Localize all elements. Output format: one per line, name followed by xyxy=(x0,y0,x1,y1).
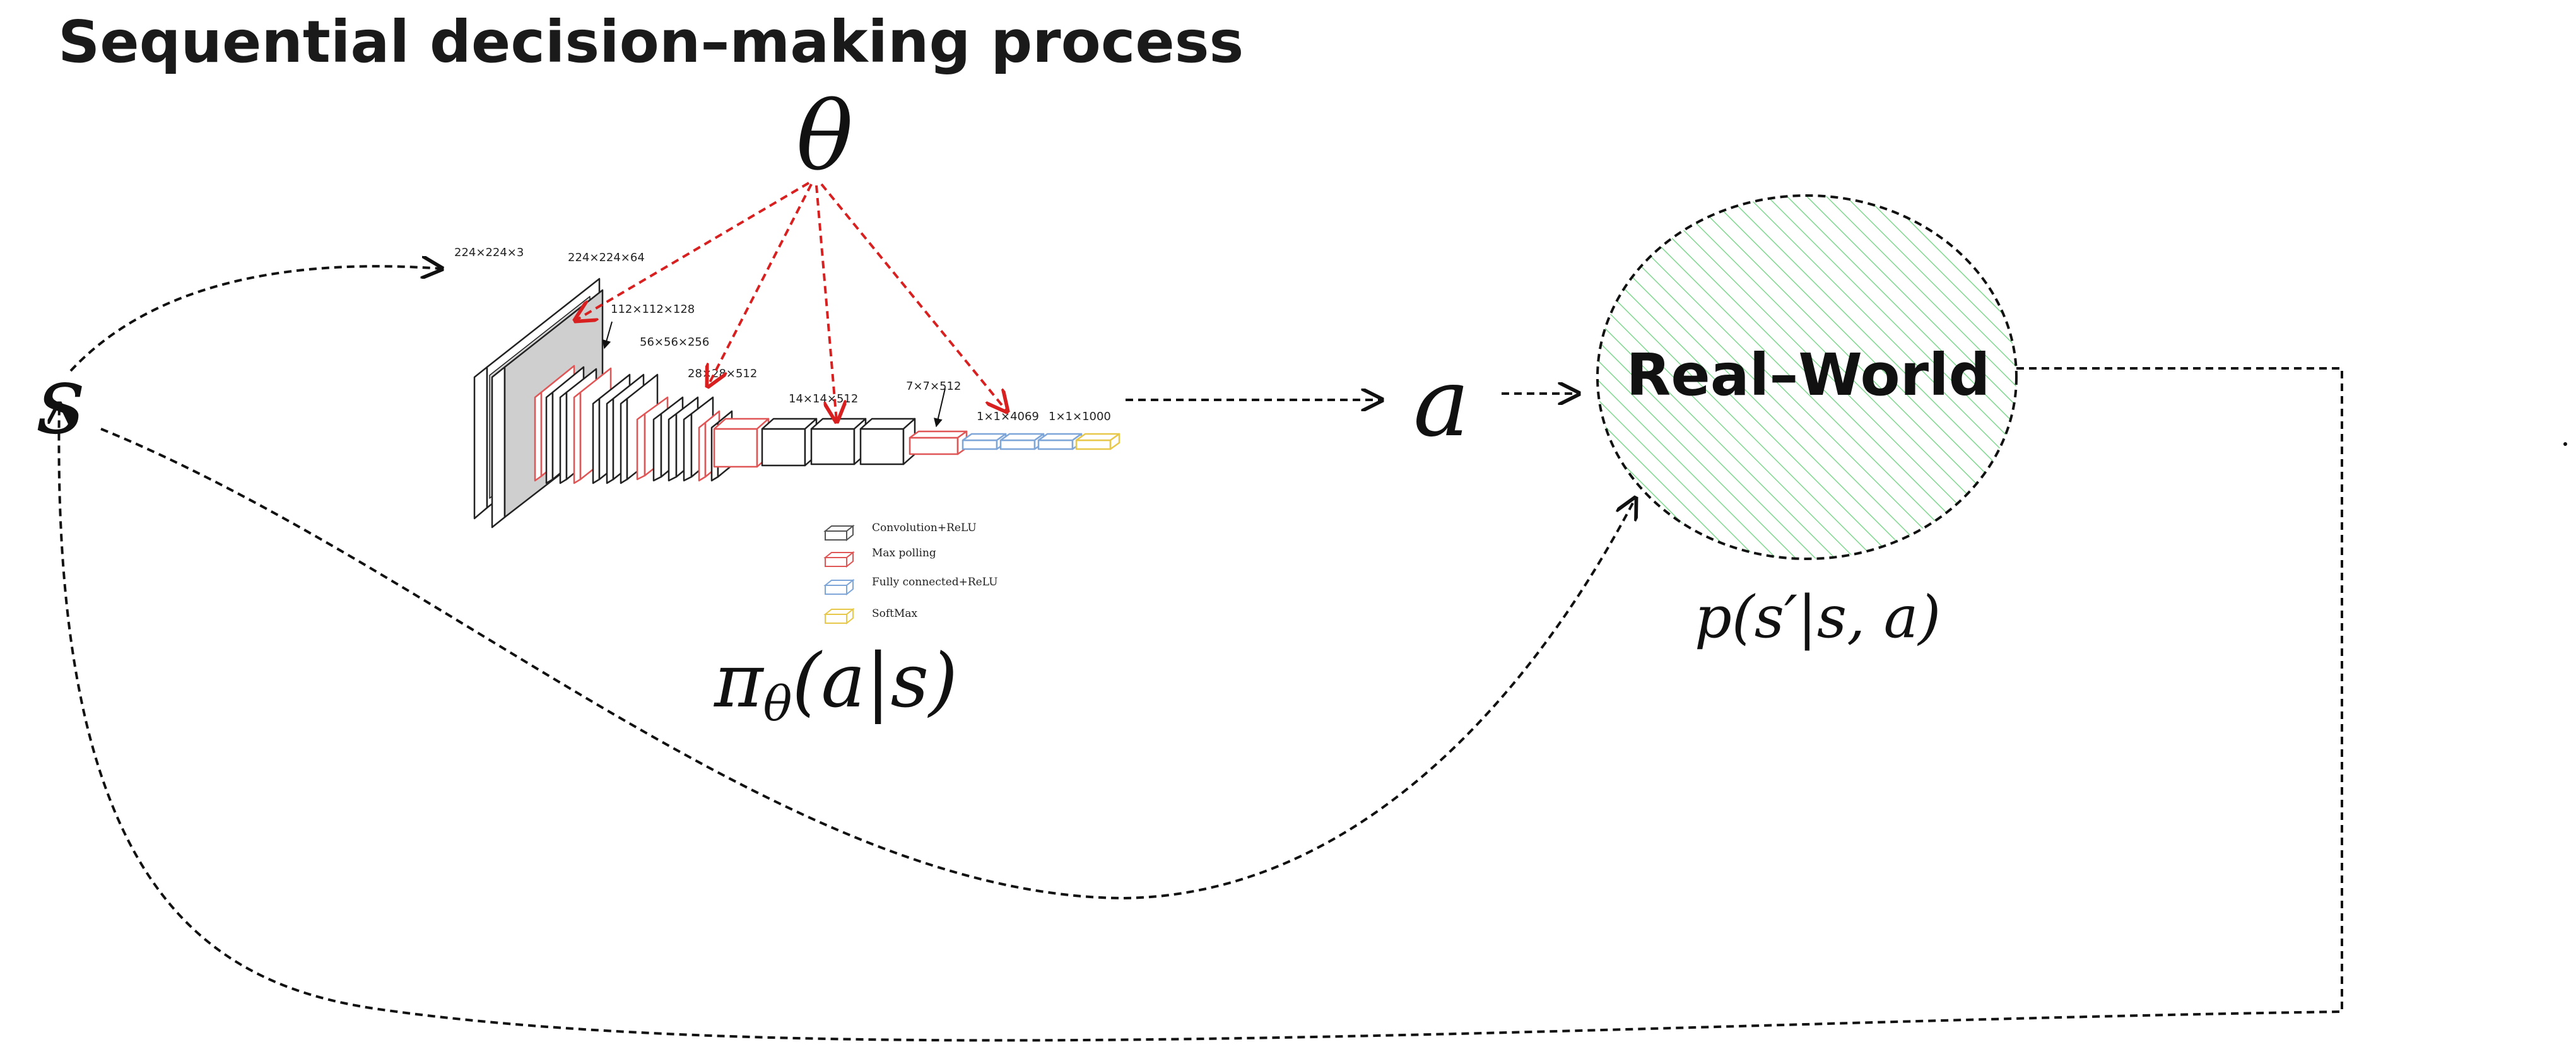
policy-subscript: θ xyxy=(763,676,792,732)
legend-item-maxpool: Max polling xyxy=(823,547,936,568)
param-arrow-conv1 xyxy=(575,182,810,320)
fc-layers xyxy=(962,433,1083,450)
layer-label-conv2: 112×112×128 xyxy=(611,303,695,316)
param-arrow-conv4 xyxy=(708,184,813,386)
legend-label-softmax: SoftMax xyxy=(872,607,918,620)
action-symbol: a xyxy=(1413,348,1469,458)
legend-item-fc: Fully connected+ReLU xyxy=(823,576,997,596)
param-arrow-conv5 xyxy=(815,185,837,421)
conv3-stack xyxy=(636,396,714,482)
stray-dot xyxy=(2563,442,2567,446)
layer-label-conv1: 224×224×64 xyxy=(568,251,645,264)
arrow-state-to-network xyxy=(69,266,442,372)
legend-item-conv: Convolution+ReLU xyxy=(823,522,977,542)
environment-label: Real–World xyxy=(1626,341,1990,409)
legend-label-fc: Fully connected+ReLU xyxy=(872,576,997,588)
layer-label-input: 224×224×3 xyxy=(454,246,524,259)
layer-label-conv5: 14×14×512 xyxy=(789,392,858,406)
theta-symbol: θ xyxy=(796,82,853,192)
network-legend: Convolution+ReLU Max polling Fully conne… xyxy=(823,522,997,625)
state-symbol: s xyxy=(37,346,85,455)
cnn-diagram: 224×224×3 224×224×64 112×112×128 56×56×2… xyxy=(454,246,1120,529)
environment-node: Real–World xyxy=(1596,194,2018,560)
parameter-arrows xyxy=(575,182,1007,421)
conv5-cubes xyxy=(761,418,916,467)
pool-flat xyxy=(909,430,968,455)
layer-label-conv4: 28×28×512 xyxy=(688,367,757,380)
policy-label: πθ(a|s) xyxy=(713,637,958,732)
legend-label-conv: Convolution+ReLU xyxy=(872,522,977,534)
diagram-title: Sequential decision–making process xyxy=(58,8,1244,76)
layer-label-conv3: 56×56×256 xyxy=(640,336,709,349)
flow-arrows xyxy=(59,266,2343,1042)
legend-item-softmax: SoftMax xyxy=(823,607,918,625)
layer-label-pool5: 7×7×512 xyxy=(906,380,961,393)
legend-label-maxpool: Max polling xyxy=(872,547,936,559)
pool-cube-1 xyxy=(713,418,770,468)
transition-label: p(s′|s, a) xyxy=(1695,583,1941,651)
layer-label-fc: 1×1×4069 xyxy=(977,410,1039,423)
layer-label-softmax: 1×1×1000 xyxy=(1049,410,1111,423)
arrow-state-to-environment xyxy=(100,428,1635,900)
arrow-environment-loop-back xyxy=(59,367,2343,1042)
param-arrow-fc xyxy=(820,183,1007,411)
conv2-stack xyxy=(534,365,659,484)
policy-args: (a|s) xyxy=(792,637,958,724)
policy-pi: π xyxy=(713,637,765,724)
softmax-layer xyxy=(1075,433,1120,450)
